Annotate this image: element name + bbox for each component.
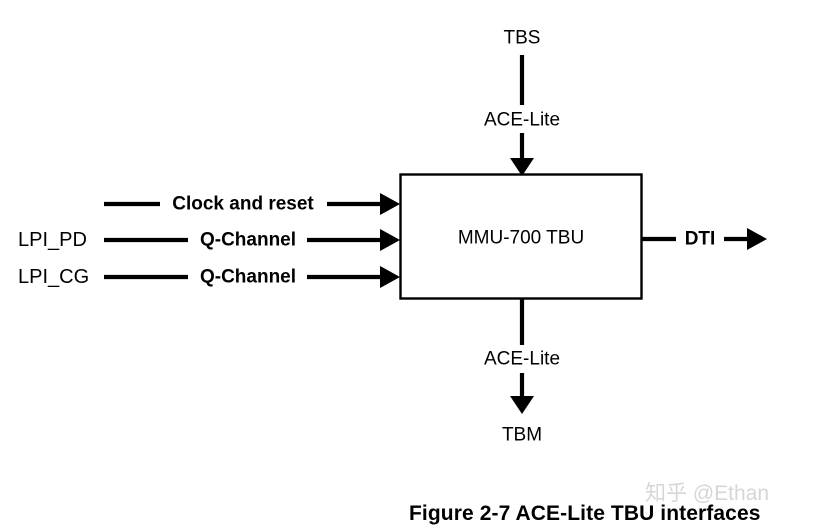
left-connector-lpi-cg bbox=[104, 266, 400, 288]
bottom-endpoint-label: TBM bbox=[501, 424, 543, 446]
left-source-label-lpi-pd: LPI_PD bbox=[18, 229, 87, 251]
left-protocol-label-lpi-pd: Q-Channel bbox=[196, 230, 300, 250]
top-endpoint-label: TBS bbox=[503, 27, 541, 49]
left-connector-clock-and-reset bbox=[104, 193, 400, 215]
right-protocol-label: DTI bbox=[681, 229, 719, 249]
watermark: 知乎 @Ethan bbox=[645, 482, 770, 505]
left-protocol-label-lpi-cg: Q-Channel bbox=[196, 267, 300, 287]
left-source-label-lpi-cg: LPI_CG bbox=[18, 266, 90, 288]
block-label: MMU-700 TBU bbox=[457, 227, 585, 249]
top-connector-tbs bbox=[510, 55, 534, 176]
left-connector-lpi-pd bbox=[104, 229, 400, 251]
right-connector-dti bbox=[641, 228, 767, 250]
bottom-protocol-label: ACE-Lite bbox=[480, 349, 564, 369]
top-protocol-label: ACE-Lite bbox=[480, 110, 564, 130]
left-protocol-label-clock-and-reset: Clock and reset bbox=[169, 194, 317, 214]
bottom-connector-tbm bbox=[510, 298, 534, 414]
mmu-700-tbu-block bbox=[399, 173, 643, 300]
figure-caption: Figure 2-7 ACE-Lite TBU interfaces bbox=[409, 502, 761, 525]
